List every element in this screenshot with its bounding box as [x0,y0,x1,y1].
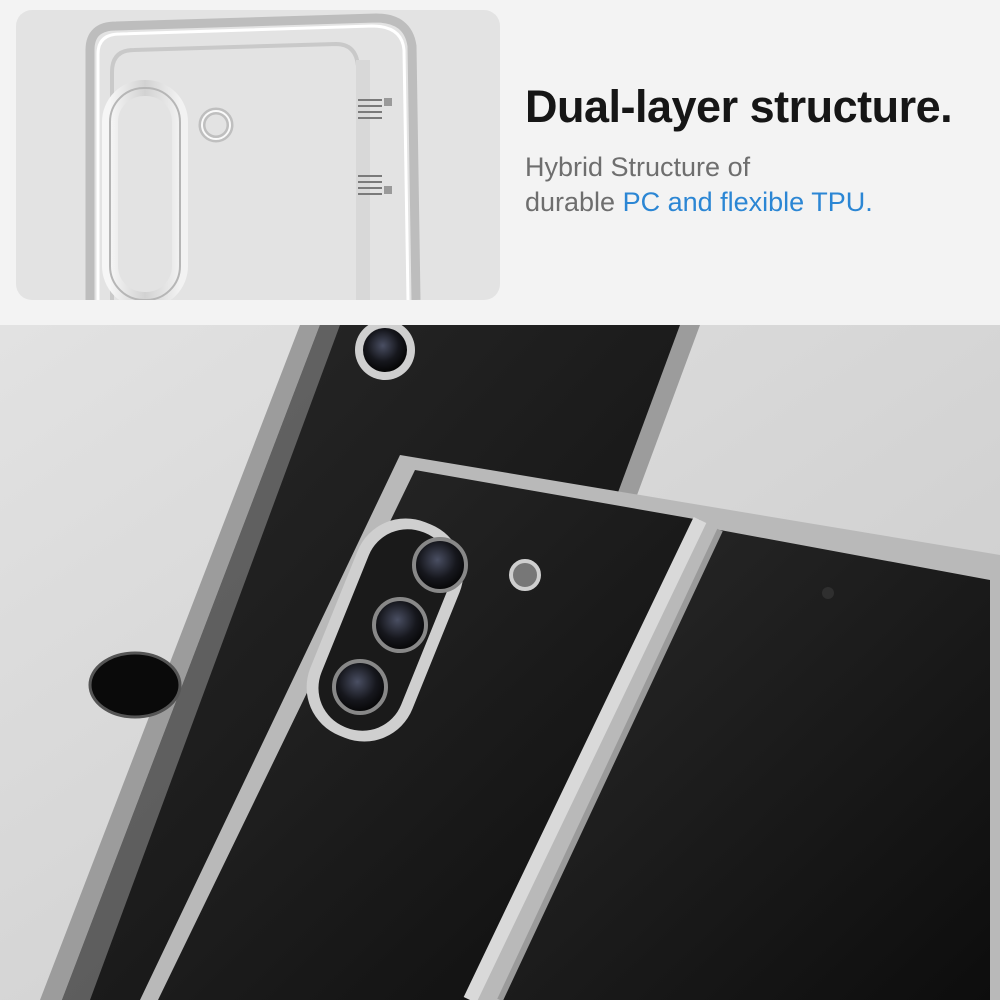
clear-case-frame-illustration [85,13,421,300]
subheadline-line-1: Hybrid Structure of [525,152,751,182]
phone-in-clear-case-illustration [0,325,1000,1000]
subheadline-prefix: durable [525,186,623,217]
subheadline-line-2: durable PC and flexible TPU. [525,185,995,220]
subheadline: Hybrid Structure of durable PC and flexi… [525,150,995,219]
case-frame-closeup [16,10,500,300]
headline: Dual-layer structure. [525,81,953,132]
product-photo [0,325,1000,1000]
subheadline-highlight: PC and flexible TPU. [622,186,873,217]
front-phone [140,455,1000,1000]
header-band: Dual-layer structure. Hybrid Structure o… [0,0,1000,325]
